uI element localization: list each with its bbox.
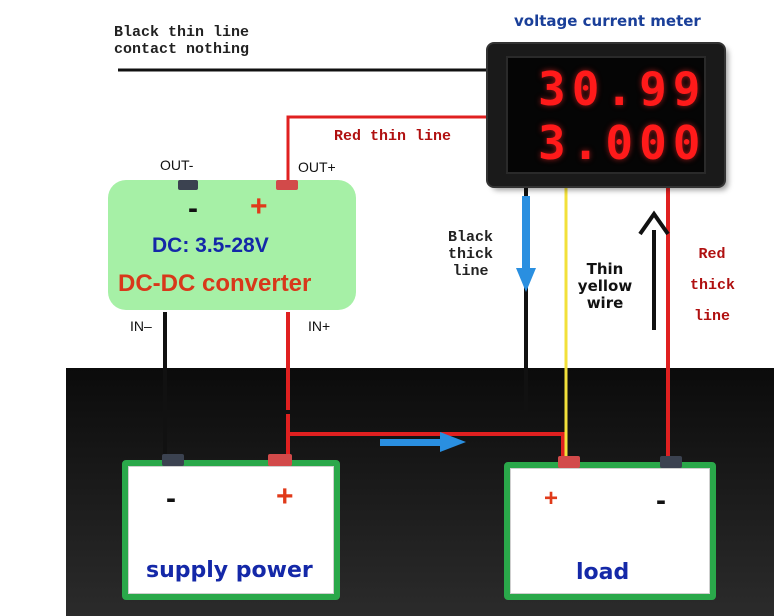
meter-title: voltage current meter [514,12,701,30]
dc-dc-converter: - + DC: 3.5-28V DC-DC converter [108,180,356,310]
supply-plus-symbol: + [276,480,294,513]
meter-display: 30.99 3.000 [506,56,706,174]
converter-minus-symbol: - [188,192,198,225]
black-up-arrow [638,210,670,330]
supply-minus-symbol: - [166,482,176,515]
out-minus-terminal [178,180,198,190]
out-plus-label: OUT+ [298,159,336,175]
load-label: load [576,560,630,585]
red-thin-line-label: Red thin line [334,128,452,145]
red-thick-line-label: Red thick line [690,246,736,325]
voltage-reading: 30.99 [538,62,707,116]
load-plus-terminal [558,456,580,468]
in-plus-label: IN+ [308,318,331,334]
load-battery: + - load [504,456,716,600]
converter-name: DC-DC converter [118,270,312,297]
voltage-current-meter: 30.99 3.000 [488,44,724,186]
supply-plus-terminal [268,454,292,466]
current-reading: 3.000 [538,116,707,170]
red-thin-line [286,115,494,180]
thin-yellow-wire-label: Thin yellow wire [577,260,633,312]
supply-power-battery: - + supply power [122,454,340,600]
red-power-line [288,432,565,460]
supply-minus-terminal [162,454,184,466]
black-thin-line-label: Black thin line contact nothing [114,24,250,58]
out-plus-terminal [276,180,298,190]
in-minus-label: IN– [130,318,152,334]
supply-power-label: supply power [146,558,313,583]
converter-plus-symbol: + [250,190,268,223]
black-thick-line-label: Black thick line [448,229,494,280]
blue-down-arrow [516,196,536,292]
dc-prefix: DC: [152,234,190,257]
load-plus-symbol: + [544,485,559,512]
load-minus-terminal [660,456,682,468]
load-minus-symbol: - [656,484,666,517]
blue-right-arrow [380,432,466,452]
out-minus-label: OUT- [160,157,194,173]
converter-dc-rating: DC: 3.5-28V [152,234,269,258]
dc-range: 3.5-28V [195,234,269,257]
